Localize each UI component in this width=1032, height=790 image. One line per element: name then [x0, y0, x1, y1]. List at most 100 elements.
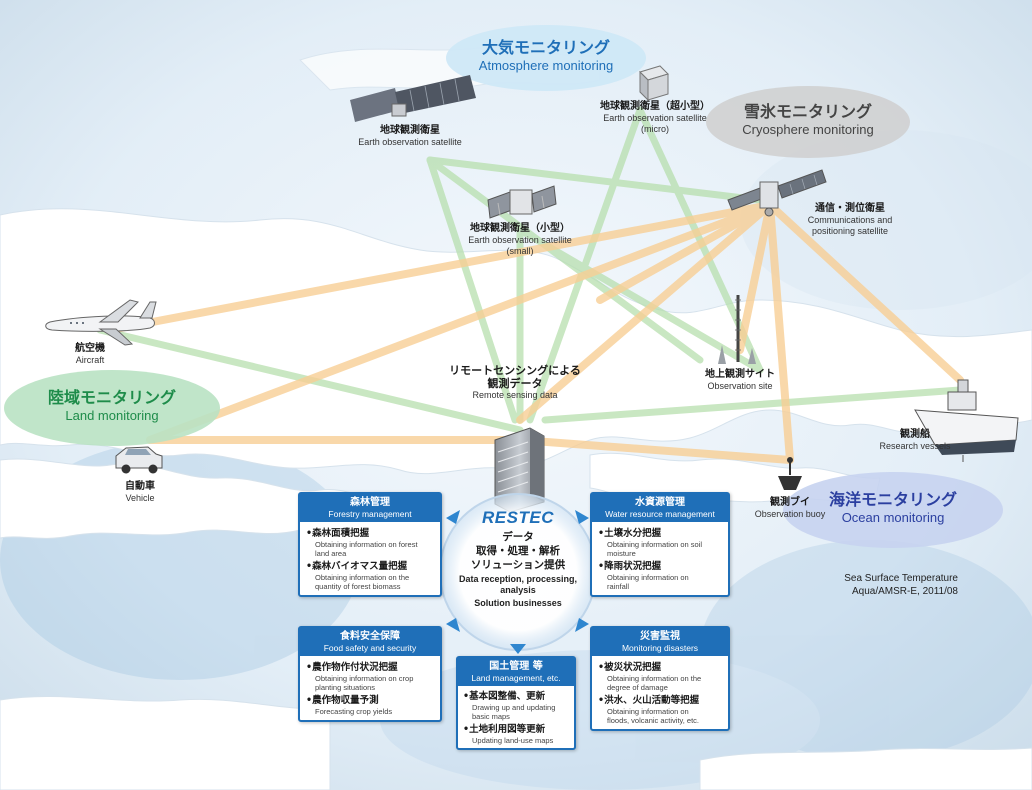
comm-satellite-label: 通信・測位衛星 Communications and positioning s…: [790, 202, 910, 237]
observation-buoy-jp: 観測ブイ: [770, 497, 810, 508]
ocean-en: Ocean monitoring: [841, 510, 945, 525]
food-item-en1: Forecasting crop yields: [315, 707, 393, 716]
land-management-item-en1: Updating land-use maps: [472, 736, 554, 745]
small-satellite-icon: [487, 185, 557, 219]
observation-buoy-icon: [778, 457, 802, 490]
forestry-item-en1: Obtaining information on forest: [315, 540, 418, 549]
vehicle-icon: [115, 446, 163, 474]
arrow-to-land-management: [510, 644, 526, 654]
forestry-item-en2: land area: [315, 549, 347, 558]
water-item-en2: moisture: [607, 549, 636, 558]
disasters-item: 被災状況把握 Obtaining information on the degr…: [598, 662, 722, 692]
disasters-item: 洪水、火山活動等把握 Obtaining information on floo…: [598, 695, 722, 725]
food-item-jp: 農作物作付状況把握: [306, 662, 434, 674]
comm-satellite-jp: 通信・測位衛星: [815, 203, 885, 214]
land-management-item-en1: Drawing up and updating: [472, 703, 556, 712]
eo-satellite-en: Earth observation satellite: [358, 137, 462, 147]
arrow-to-disasters: [575, 618, 589, 632]
water-header: 水資源管理 Water resource management: [592, 494, 728, 522]
food-item-jp: 農作物収量予測: [306, 695, 434, 707]
atmosphere-ellipse: [446, 25, 646, 91]
water-item: 土壌水分把握 Obtaining information on soil moi…: [598, 528, 722, 558]
food-item: 農作物収量予測 Forecasting crop yields: [306, 695, 434, 716]
water-item-jp: 土壌水分把握: [598, 528, 722, 540]
food-item-en2: planting situations: [315, 683, 376, 692]
food-title-en: Food safety and security: [323, 643, 417, 653]
disasters-title-jp: 災害監視: [640, 631, 680, 642]
water-item: 降雨状況把握 Obtaining information on rainfall: [598, 561, 722, 591]
ocean-jp: 海洋モニタリング: [828, 490, 957, 509]
forestry-title-en: Forestry management: [328, 509, 412, 519]
communications-satellite-icon: [727, 169, 827, 217]
observation-buoy-label: 観測ブイ Observation buoy: [745, 496, 835, 520]
eo-micro-en2: (micro): [641, 124, 669, 134]
earth-observation-satellite-icon: [350, 75, 476, 122]
water-box: 水資源管理 Water resource management 土壌水分把握 O…: [590, 492, 730, 597]
eo-micro-jp: 地球観測衛星（超小型）: [600, 101, 710, 112]
remote-sensing-jp2: 観測データ: [487, 377, 543, 390]
sea-surface-temperature-caption: Sea Surface Temperature Aqua/AMSR-E, 201…: [790, 572, 958, 598]
caption-line2: Aqua/AMSR-E, 2011/08: [852, 586, 958, 597]
land-management-item-en2: basic maps: [472, 712, 510, 721]
land-management-item-jp: 基本図整備、更新: [463, 691, 569, 703]
water-item-en1: Obtaining information on: [607, 573, 689, 582]
forestry-header: 森林管理 Forestry management: [300, 494, 440, 522]
land-management-item-jp: 土地利用図等更新: [463, 724, 569, 736]
land-management-title-jp: 国土管理 等: [489, 661, 543, 672]
hub-en2: analysis: [500, 585, 536, 595]
eo-micro-satellite-label: 地球観測衛星（超小型） Earth observation satellite …: [580, 100, 730, 135]
forestry-item: 森林バイオマス量把握 Obtaining information on the …: [306, 561, 434, 591]
eo-small-en1: Earth observation satellite: [468, 235, 572, 245]
eo-small-jp: 地球観測衛星（小型）: [470, 223, 570, 234]
research-vessels-label: 観測船 Research vessels: [870, 428, 960, 452]
aircraft-label: 航空機 Aircraft: [60, 342, 120, 366]
vehicle-en: Vehicle: [125, 493, 155, 503]
hub-arrows: [446, 510, 589, 654]
hub-en1: Data reception, processing,: [458, 574, 578, 584]
forestry-item-jp: 森林面積把握: [306, 528, 434, 540]
hub-text: RESTEC データ 取得・処理・解析 ソリューション提供 Data recep…: [448, 508, 588, 609]
disasters-header: 災害監視 Monitoring disasters: [592, 628, 728, 656]
land-ellipse: [4, 370, 220, 446]
eo-micro-en1: Earth observation satellite: [603, 113, 707, 123]
eo-small-satellite-label: 地球観測衛星（小型） Earth observation satellite (…: [445, 222, 595, 257]
eo-satellite-jp: 地球観測衛星: [380, 125, 440, 136]
water-item-jp: 降雨状況把握: [598, 561, 722, 573]
arrow-to-water: [575, 510, 589, 524]
vehicle-label: 自動車 Vehicle: [110, 480, 170, 504]
forestry-item: 森林面積把握 Obtaining information on forest l…: [306, 528, 434, 558]
research-vessels-jp: 観測船: [900, 429, 930, 440]
land-management-header: 国土管理 等 Land management, etc.: [458, 658, 574, 686]
water-title-en: Water resource management: [605, 509, 715, 519]
orange-rays: [106, 201, 964, 464]
atmosphere-jp: 大気モニタリング: [481, 38, 610, 57]
atmosphere-category: 大気モニタリング Atmosphere monitoring: [446, 38, 646, 74]
food-box: 食料安全保障 Food safety and security 農作物作付状況把…: [298, 626, 442, 722]
water-item-en1: Obtaining information on soil: [607, 540, 703, 549]
land-jp: 陸域モニタリング: [47, 388, 176, 407]
aircraft-en: Aircraft: [75, 355, 105, 365]
arrow-to-forestry: [446, 510, 460, 524]
disasters-item-en1: Obtaining information on the: [607, 674, 702, 683]
research-vessels-en: Research vessels: [879, 441, 951, 451]
vehicle-jp: 自動車: [125, 481, 155, 492]
land-management-item: 基本図整備、更新 Drawing up and updating basic m…: [463, 691, 569, 721]
aircraft-jp: 航空機: [75, 343, 105, 354]
hub-en3: Solution businesses: [474, 598, 562, 608]
disasters-item-en2: floods, volcanic activity, etc.: [607, 716, 699, 725]
comm-satellite-en2: positioning satellite: [811, 226, 889, 236]
land-category: 陸域モニタリング Land monitoring: [12, 388, 212, 424]
forestry-title-jp: 森林管理: [350, 497, 390, 508]
ocean-ellipse: [783, 472, 1003, 548]
cryosphere-en: Cryosphere monitoring: [742, 122, 874, 137]
observation-site-jp: 地上観測サイト: [705, 369, 775, 380]
hub-jp2: 取得・処理・解析: [476, 545, 560, 557]
remote-sensing-en: Remote sensing data: [472, 390, 558, 400]
disasters-title-en: Monitoring disasters: [621, 643, 699, 653]
arrow-to-food: [446, 618, 460, 632]
hub-jp1: データ: [502, 531, 534, 543]
water-item-en2: rainfall: [607, 582, 630, 591]
disasters-box: 災害監視 Monitoring disasters 被災状況把握 Obtaini…: [590, 626, 730, 731]
forestry-item-en2: quantity of forest biomass: [315, 582, 401, 591]
